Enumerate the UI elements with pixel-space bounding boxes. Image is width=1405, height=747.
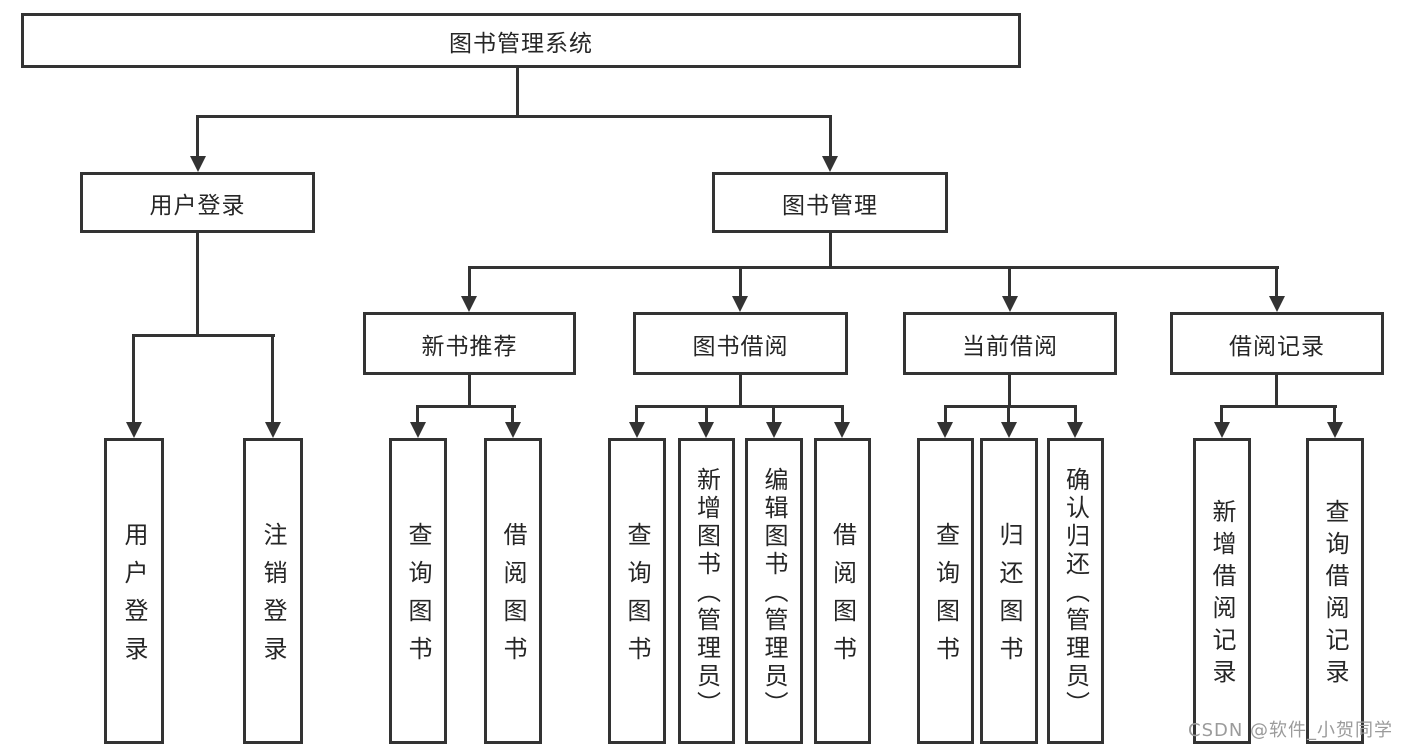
arrowhead-down-icon xyxy=(1067,422,1083,438)
connector-line xyxy=(944,405,1077,408)
connector-line xyxy=(635,405,638,423)
node-label: 用户登录 xyxy=(120,522,148,674)
connector-line xyxy=(468,266,471,298)
node-label: 确认归还（管理员） xyxy=(1061,467,1090,719)
connector-line xyxy=(417,405,516,408)
connector-line xyxy=(636,405,844,408)
arrowhead-down-icon xyxy=(732,296,748,312)
arrowhead-down-icon xyxy=(1269,296,1285,312)
connector-line xyxy=(468,266,1279,269)
node-library-management-system: 图书管理系统 xyxy=(21,13,1021,68)
node-label: 借阅记录 xyxy=(1229,333,1325,360)
connector-line xyxy=(1333,405,1336,423)
node-user-login: 用户登录 xyxy=(80,172,315,233)
leaf-query-books-current: 查询图书 xyxy=(917,438,974,744)
node-label: 借阅图书 xyxy=(828,522,857,674)
node-book-borrow: 图书借阅 xyxy=(633,312,848,375)
node-label: 图书借阅 xyxy=(692,333,789,360)
leaf-borrow-books: 借阅图书 xyxy=(814,438,871,744)
leaf-query-borrow-record: 查询借阅记录 xyxy=(1306,438,1364,744)
connector-line xyxy=(1007,405,1010,423)
leaf-user-login: 用户登录 xyxy=(104,438,164,744)
arrowhead-down-icon xyxy=(698,422,714,438)
leaf-add-books-admin: 新增图书（管理员） xyxy=(678,438,735,744)
connector-line xyxy=(132,334,135,423)
arrowhead-down-icon xyxy=(190,156,206,172)
connector-line xyxy=(772,405,775,423)
connector-line xyxy=(739,266,742,298)
arrowhead-down-icon xyxy=(126,422,142,438)
node-label: 查询图书 xyxy=(623,522,651,674)
node-current-borrow: 当前借阅 xyxy=(903,312,1117,375)
leaf-borrow-books-recommend: 借阅图书 xyxy=(484,438,542,744)
node-label: 查询图书 xyxy=(931,522,960,674)
arrowhead-down-icon xyxy=(461,296,477,312)
connector-line xyxy=(196,233,199,336)
arrowhead-down-icon xyxy=(1327,422,1343,438)
node-label: 注销登录 xyxy=(259,522,287,674)
node-borrow-record: 借阅记录 xyxy=(1170,312,1384,375)
connector-line xyxy=(841,405,844,423)
arrowhead-down-icon xyxy=(265,422,281,438)
arrowhead-down-icon xyxy=(834,422,850,438)
arrowhead-down-icon xyxy=(1001,422,1017,438)
watermark-text: CSDN @软件_小贺同学 xyxy=(1188,720,1394,741)
connector-line xyxy=(1008,374,1011,407)
leaf-return-books: 归还图书 xyxy=(980,438,1038,744)
node-label: 新书推荐 xyxy=(421,333,518,360)
connector-line xyxy=(1275,374,1278,407)
leaf-logout: 注销登录 xyxy=(243,438,303,744)
node-label: 当前借阅 xyxy=(962,333,1058,360)
connector-line xyxy=(1074,405,1077,423)
node-label: 用户登录 xyxy=(149,192,246,219)
leaf-query-books-recommend: 查询图书 xyxy=(389,438,447,744)
connector-line xyxy=(416,405,419,423)
connector-line xyxy=(516,68,519,117)
connector-line xyxy=(829,115,832,158)
arrowhead-down-icon xyxy=(937,422,953,438)
connector-line xyxy=(271,334,274,423)
connector-line xyxy=(196,115,832,118)
connector-line xyxy=(739,374,742,407)
node-label: 新增借阅记录 xyxy=(1208,499,1236,691)
leaf-add-borrow-record: 新增借阅记录 xyxy=(1193,438,1251,744)
connector-line xyxy=(829,233,832,269)
node-label: 新增图书（管理员） xyxy=(692,467,721,719)
connector-line xyxy=(1275,266,1278,298)
arrowhead-down-icon xyxy=(1002,296,1018,312)
node-label: 查询图书 xyxy=(404,522,432,674)
connector-line xyxy=(1008,266,1011,298)
arrowhead-down-icon xyxy=(822,156,838,172)
leaf-edit-books-admin: 编辑图书（管理员） xyxy=(745,438,803,744)
arrowhead-down-icon xyxy=(1214,422,1230,438)
node-book-management: 图书管理 xyxy=(712,172,948,233)
leaf-query-books-borrow: 查询图书 xyxy=(608,438,666,744)
node-new-book-recommend: 新书推荐 xyxy=(363,312,576,375)
arrowhead-down-icon xyxy=(629,422,645,438)
node-label: 图书管理系统 xyxy=(449,30,593,57)
connector-line xyxy=(468,374,471,407)
connector-line xyxy=(944,405,947,423)
arrowhead-down-icon xyxy=(766,422,782,438)
node-label: 编辑图书（管理员） xyxy=(760,467,788,719)
connector-line xyxy=(511,405,514,423)
connector-line xyxy=(133,334,275,337)
connector-line xyxy=(1221,405,1337,408)
node-label: 归还图书 xyxy=(995,522,1023,674)
node-label: 查询借阅记录 xyxy=(1321,499,1349,691)
leaf-confirm-return-admin: 确认归还（管理员） xyxy=(1047,438,1104,744)
node-label: 图书管理 xyxy=(782,192,878,219)
arrowhead-down-icon xyxy=(410,422,426,438)
connector-line xyxy=(196,115,199,158)
node-label: 借阅图书 xyxy=(499,522,527,674)
connector-line xyxy=(705,405,708,423)
connector-line xyxy=(1220,405,1223,423)
arrowhead-down-icon xyxy=(505,422,521,438)
